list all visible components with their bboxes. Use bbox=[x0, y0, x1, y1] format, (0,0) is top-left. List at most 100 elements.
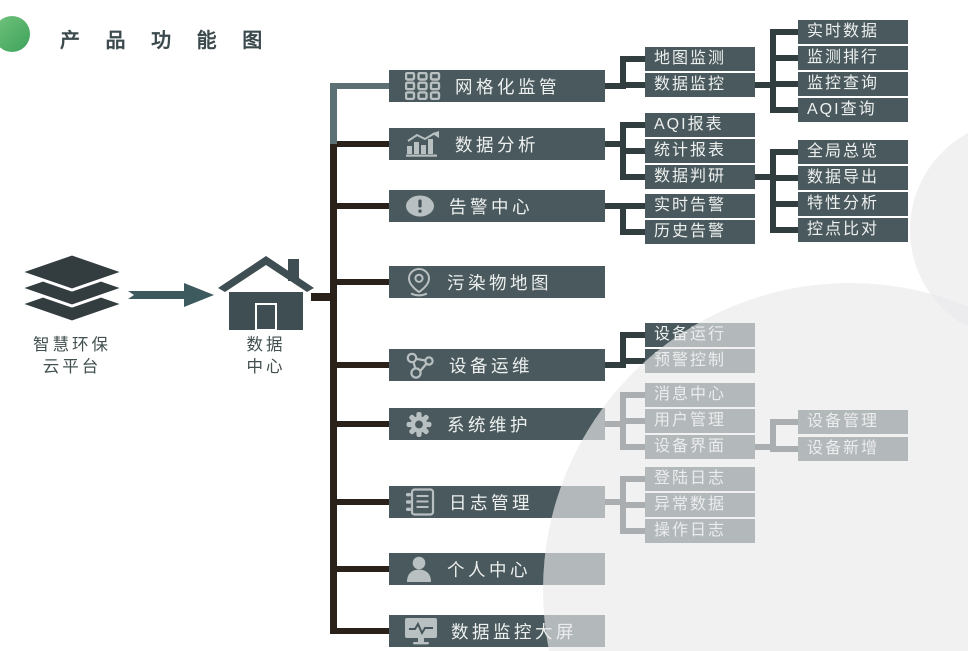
connector-line bbox=[755, 82, 770, 88]
log-list-icon bbox=[406, 488, 435, 516]
connector-line bbox=[776, 149, 798, 155]
connector-line bbox=[626, 122, 645, 128]
connector-line bbox=[337, 499, 389, 505]
alert-icon bbox=[406, 195, 434, 217]
branch-label: 污染物地图 bbox=[447, 272, 552, 293]
node-realtime-alert: 实时告警 bbox=[645, 194, 755, 218]
branch-label: 数据分析 bbox=[455, 134, 539, 155]
node-operation-log: 操作日志 bbox=[645, 519, 755, 543]
node-realtime-data: 实时数据 bbox=[798, 20, 908, 44]
node-login-log: 登陆日志 bbox=[645, 467, 755, 491]
connector-line bbox=[311, 293, 332, 301]
node-point-compare: 控点比对 bbox=[798, 218, 908, 242]
connector-line bbox=[337, 279, 389, 285]
node-abnormal-data: 异常数据 bbox=[645, 493, 755, 517]
connector-line bbox=[776, 55, 798, 61]
monitor-icon bbox=[405, 617, 437, 644]
branch-label: 告警中心 bbox=[449, 196, 533, 217]
connector-line bbox=[776, 175, 798, 181]
connector-line bbox=[770, 149, 776, 233]
branch-log-management: 日志管理 bbox=[389, 486, 605, 518]
connector-line bbox=[626, 528, 645, 534]
source-label: 智慧环保 云平台 bbox=[2, 334, 142, 378]
node-aqi-query: AQI查询 bbox=[798, 98, 908, 122]
connector-line bbox=[337, 141, 389, 147]
source-label-line2: 云平台 bbox=[42, 358, 102, 376]
source-label-line1: 智慧环保 bbox=[33, 336, 111, 354]
connector-line bbox=[620, 56, 626, 89]
connector-line bbox=[626, 444, 645, 450]
watermark-circle-large bbox=[543, 283, 968, 651]
branch-pollutant-map: 污染物地图 bbox=[389, 266, 605, 298]
node-global-overview: 全局总览 bbox=[798, 140, 908, 164]
connector-line bbox=[337, 362, 389, 368]
node-device-add: 设备新增 bbox=[798, 437, 908, 461]
person-icon bbox=[407, 556, 431, 582]
connector-line bbox=[605, 362, 620, 368]
data-center-house-icon bbox=[218, 256, 314, 330]
connector-line bbox=[337, 566, 389, 572]
node-data-monitoring: 数据监控 bbox=[645, 73, 755, 97]
branch-grid-supervision: 网格化监管 bbox=[389, 70, 605, 102]
connector-line bbox=[755, 174, 770, 180]
branch-alert-center: 告警中心 bbox=[389, 190, 605, 222]
connector-line bbox=[626, 332, 645, 338]
node-data-research: 数据判研 bbox=[645, 165, 755, 189]
connector-line bbox=[337, 421, 389, 427]
connector-line bbox=[755, 444, 770, 450]
node-map-monitoring: 地图监测 bbox=[645, 47, 755, 71]
connector-line bbox=[776, 227, 798, 233]
watermark-circle-small bbox=[910, 120, 968, 340]
connector-line bbox=[330, 144, 337, 634]
connector-line bbox=[605, 203, 620, 209]
connector-line bbox=[626, 229, 645, 235]
grid-icon bbox=[405, 72, 441, 100]
connector-line bbox=[776, 81, 798, 87]
connector-line bbox=[776, 419, 798, 425]
connector-line bbox=[626, 502, 645, 508]
connector-line bbox=[626, 203, 645, 209]
hub-label: 数据 中心 bbox=[217, 334, 315, 378]
branch-label: 系统维护 bbox=[447, 414, 531, 435]
node-user-management: 用户管理 bbox=[645, 409, 755, 433]
gear-icon bbox=[406, 411, 432, 437]
branch-label: 设备运维 bbox=[449, 355, 533, 376]
node-aqi-report: AQI报表 bbox=[645, 113, 755, 137]
branch-device-ops: 设备运维 bbox=[389, 349, 605, 381]
bar-chart-icon bbox=[406, 131, 439, 157]
map-pin-icon bbox=[407, 267, 431, 297]
connector-line bbox=[620, 203, 626, 235]
connector-line bbox=[776, 201, 798, 207]
connector-line bbox=[626, 418, 645, 424]
hub-label-line2: 中心 bbox=[246, 358, 286, 376]
node-stats-report: 统计报表 bbox=[645, 139, 755, 163]
branch-system-maintenance: 系统维护 bbox=[389, 408, 605, 440]
connector-line bbox=[330, 83, 337, 144]
green-dot-decoration bbox=[0, 16, 30, 52]
connector-line bbox=[337, 83, 389, 89]
connector-line bbox=[605, 499, 620, 505]
node-history-alert: 历史告警 bbox=[645, 220, 755, 244]
connector-line bbox=[626, 82, 645, 88]
branch-label: 网格化监管 bbox=[455, 76, 560, 97]
page-title: 产 品 功 能 图 bbox=[60, 30, 273, 52]
branch-personal-center: 个人中心 bbox=[389, 553, 605, 585]
node-device-ui: 设备界面 bbox=[645, 435, 755, 459]
hub-label-line1: 数据 bbox=[246, 336, 286, 354]
connector-line bbox=[626, 56, 645, 62]
cloud-platform-layers-icon bbox=[16, 252, 128, 324]
connector-line bbox=[337, 203, 389, 209]
connector-line bbox=[626, 392, 645, 398]
node-device-running: 设备运行 bbox=[645, 323, 755, 347]
branch-data-analysis: 数据分析 bbox=[389, 128, 605, 160]
connector-line bbox=[776, 446, 798, 452]
connector-line bbox=[605, 141, 620, 147]
flow-arrow-icon bbox=[128, 283, 214, 307]
connector-line bbox=[776, 107, 798, 113]
node-device-management: 设备管理 bbox=[798, 410, 908, 434]
branch-label: 日志管理 bbox=[449, 492, 533, 513]
connector-line bbox=[620, 122, 626, 180]
connector-line bbox=[776, 29, 798, 35]
branch-label: 数据监控大屏 bbox=[451, 621, 577, 642]
connector-line bbox=[626, 476, 645, 482]
